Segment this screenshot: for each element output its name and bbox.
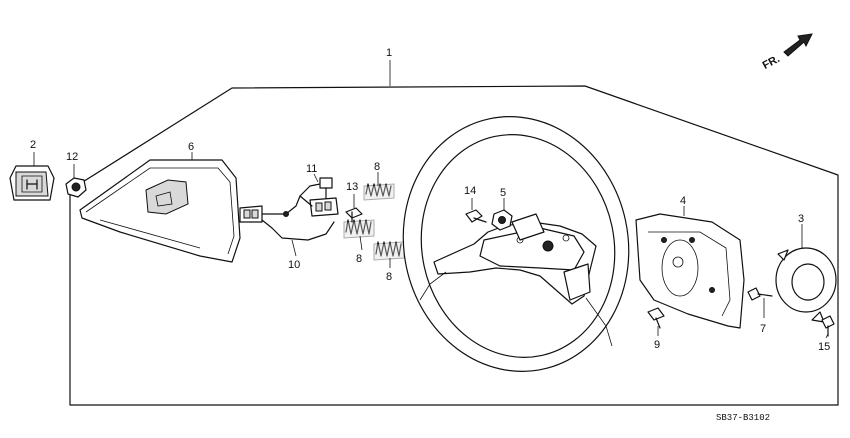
callout-15: 15 [818,341,830,353]
front-direction-label: FR. [761,53,782,72]
assembly-outline [69,85,839,406]
screw-part-15 [821,315,835,337]
callout-11: 11 [306,163,317,175]
diagram-code: SB37-B3102 [716,413,770,423]
callout-9: 9 [654,339,660,351]
callout-3: 3 [798,213,804,225]
horn-wire-part-10 [239,183,339,241]
spring-part-8-top [363,183,395,201]
horn-pad-part-6 [79,159,241,263]
callout-2: 2 [30,139,36,151]
callout-7: 7 [760,323,766,335]
spring-part-8-bottom [373,241,405,261]
callout-14: 14 [464,185,476,197]
spring-part-8-middle [343,219,375,239]
callout-4: 4 [680,195,686,207]
callout-8-middle: 8 [356,253,362,265]
callout-8-top: 8 [374,161,380,173]
nut-part-12 [65,177,87,198]
front-direction-arrow-icon [783,33,813,57]
screw-part-13 [345,207,363,223]
cancel-ring-part-3 [775,247,837,323]
rear-cover-part-4 [635,213,745,329]
bolt-part-9 [647,307,665,329]
callout-8-bottom: 8 [386,271,392,283]
leader-lines [33,60,829,339]
callout-12: 12 [66,151,78,163]
callout-1: 1 [386,47,392,59]
callout-10: 10 [288,259,300,271]
bolt-part-14 [465,209,487,223]
callout-6: 6 [188,141,194,153]
steering-wheel-hub [419,213,613,347]
callout-5: 5 [500,187,506,199]
emblem-part-2 [9,165,55,201]
callout-13: 13 [346,181,358,193]
callout-labels: 1 2 12 6 11 13 8 8 8 10 14 5 4 3 7 9 15 [30,47,830,353]
screw-part-7 [747,287,773,301]
connector-part-11 [319,177,333,199]
